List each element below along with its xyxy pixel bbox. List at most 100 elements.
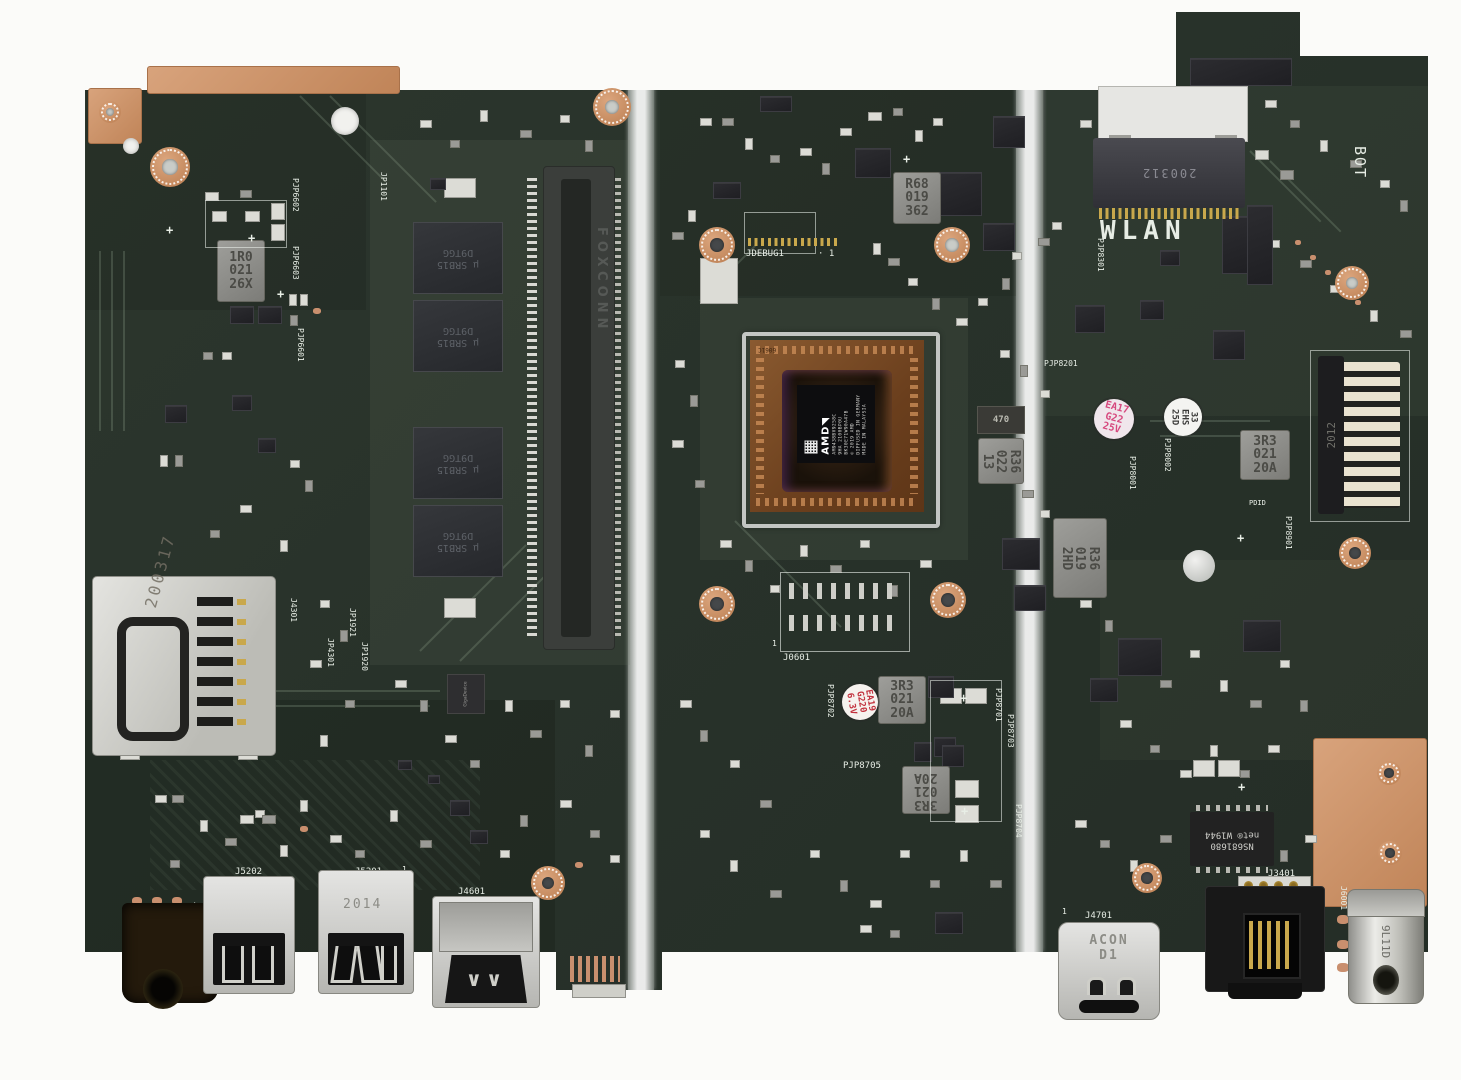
passive-component <box>672 440 684 448</box>
passive-component <box>1310 255 1316 260</box>
passive-component <box>1380 180 1390 188</box>
screw-hole <box>531 866 565 900</box>
passive-component <box>1400 330 1412 338</box>
passive-component <box>730 860 738 872</box>
capacitor-marking-line: 25V <box>1101 420 1122 437</box>
silkscreen-label: PJP8704 <box>1014 804 1023 838</box>
ic-chip <box>1075 305 1105 333</box>
passive-component <box>1218 760 1240 777</box>
passive-component <box>340 630 348 642</box>
passive-component <box>908 278 918 286</box>
usb-port-j5201: 2014 <box>318 870 414 994</box>
ic-chip <box>1002 538 1040 570</box>
passive-component <box>672 232 684 240</box>
passive-component <box>1300 260 1312 268</box>
silkscreen-plus-mark: + <box>166 223 174 237</box>
passive-component <box>1325 270 1331 275</box>
ic-chip <box>1140 300 1164 320</box>
cpu-die-text-line: MADE IN MALAYSIA <box>862 403 868 455</box>
inductor-marking-line: 021 <box>229 263 253 279</box>
inductor-marking-line: R36 <box>1086 546 1102 570</box>
ic-chip <box>1014 585 1046 611</box>
screw-hole-center <box>1348 546 1362 560</box>
passive-component <box>1210 745 1218 757</box>
battery-connector-pins <box>1344 362 1400 508</box>
solder-pad <box>700 258 738 304</box>
inductor-marking-line: 2HD <box>1059 546 1075 570</box>
ic-chip <box>1243 620 1281 652</box>
passive-component <box>560 800 572 808</box>
passive-component <box>160 455 168 467</box>
silkscreen-label: 1 <box>1062 907 1067 916</box>
cpu-die-text-line: © 2019 AMD <box>850 422 856 455</box>
silkscreen-label: · 1 <box>818 249 835 259</box>
screw-hole-center <box>604 99 620 115</box>
screw-hole <box>1335 266 1369 300</box>
capacitor-marking-line: EHS <box>1178 408 1189 426</box>
passive-component <box>1305 835 1317 843</box>
passive-component <box>1040 510 1050 518</box>
silkscreen-label: JP1921 <box>348 608 357 637</box>
screw-hole <box>699 586 735 622</box>
passive-component <box>289 294 297 306</box>
passive-component <box>300 826 308 832</box>
cpu-die-text-line: DIFFUSED IN GERMANY <box>856 393 862 455</box>
passive-component <box>890 930 900 938</box>
silkscreen-label: J6001 <box>1339 886 1348 911</box>
screw-hole <box>1339 537 1371 569</box>
screw-hole-center <box>710 597 724 611</box>
silkscreen-label: JDEBUG1 <box>746 249 784 259</box>
passive-component <box>520 815 528 827</box>
passive-component <box>1000 350 1010 358</box>
inductor-marking-line: 20A <box>1253 460 1277 476</box>
dc-jack-bracket <box>1347 889 1425 917</box>
passive-component <box>1320 140 1328 152</box>
bios-brand-text: GigaDevice <box>463 681 469 707</box>
inductor-marking-line: R36 <box>1007 449 1023 473</box>
ic-chip <box>258 438 276 453</box>
screw-hole <box>1132 863 1162 893</box>
ic-chip <box>470 830 488 844</box>
passive-component <box>480 110 488 122</box>
dc-jack-mark: 9L11D <box>1379 925 1392 959</box>
passive-component <box>300 294 308 306</box>
inductor-marking-line: 1R0 <box>229 249 253 265</box>
battery-connector-date: 2012 <box>1324 421 1338 449</box>
passive-component <box>700 830 710 838</box>
passive-component <box>695 480 705 488</box>
usbc-contact <box>1087 977 1106 995</box>
header-pin <box>1274 880 1283 890</box>
ic-chip <box>938 172 982 216</box>
j0601-pad-row <box>789 583 899 599</box>
passive-component <box>280 845 288 857</box>
sd-reader-slot-opening <box>117 617 189 741</box>
passive-component <box>770 155 780 163</box>
silkscreen-label: J5202 <box>235 867 263 877</box>
passive-component <box>933 118 943 126</box>
passive-component <box>920 560 932 568</box>
tantalum-capacitor: 470 <box>977 406 1025 434</box>
passive-component <box>978 298 988 306</box>
inductor-marking-line: 362 <box>905 203 929 219</box>
wlan-bracket <box>1098 86 1248 145</box>
screw-hole <box>593 88 631 126</box>
hdmi-port-shell <box>439 902 533 952</box>
ic-chip <box>914 742 932 762</box>
passive-component <box>965 688 987 704</box>
passive-component <box>688 210 696 222</box>
passive-component <box>271 203 285 220</box>
silkscreen-label: PJP8705 <box>843 761 881 771</box>
passive-component <box>1020 365 1028 377</box>
passive-component <box>310 660 322 668</box>
passive-component <box>1265 100 1277 108</box>
ram-marking-line: D9TGG <box>442 530 474 541</box>
